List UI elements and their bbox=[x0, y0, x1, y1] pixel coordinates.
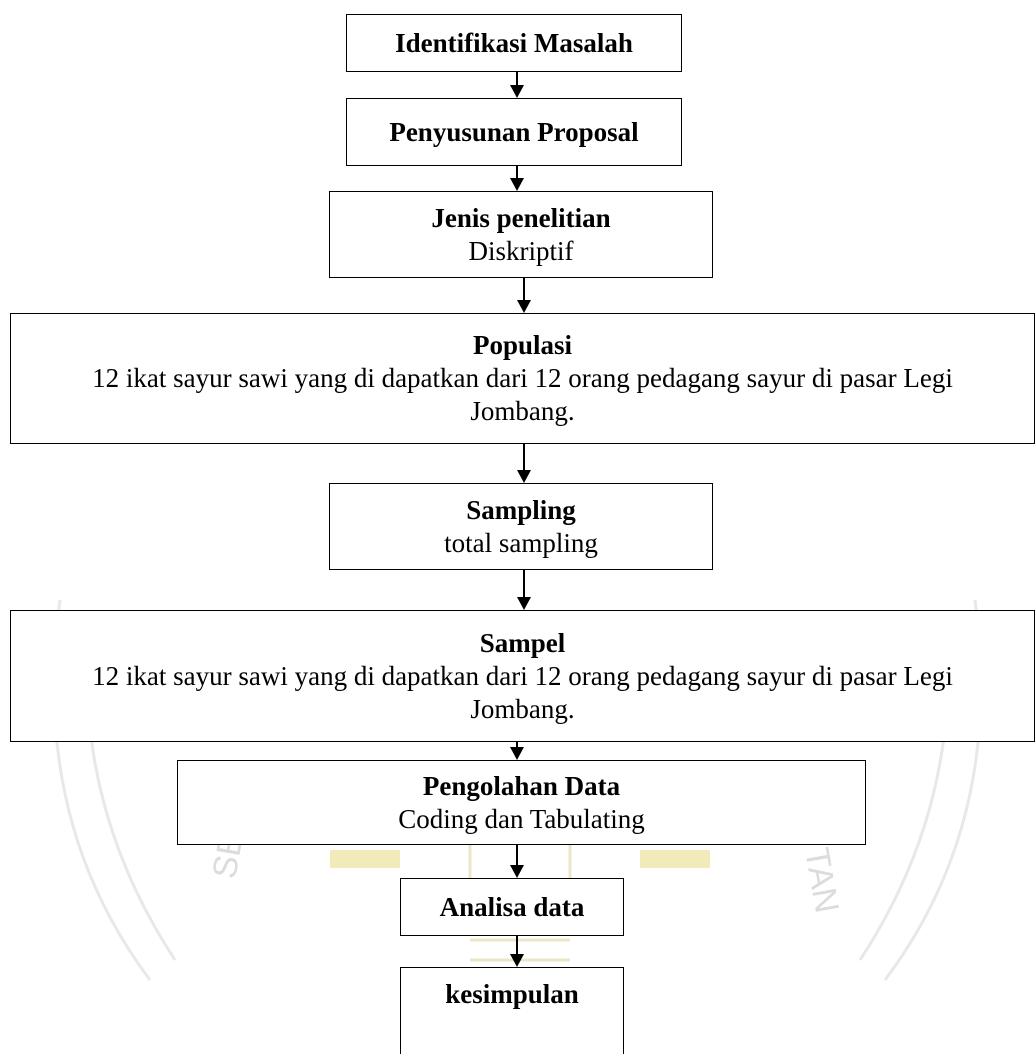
step-description: total sampling bbox=[444, 527, 598, 558]
step-description: Coding dan Tabulating bbox=[398, 803, 645, 834]
step-analisa-data: Analisa data bbox=[400, 878, 624, 936]
step-kesimpulan: kesimpulan bbox=[400, 967, 624, 1054]
flow-arrow bbox=[510, 166, 524, 191]
flow-arrow bbox=[510, 845, 524, 878]
flow-arrow bbox=[510, 742, 524, 760]
flow-arrow bbox=[517, 278, 531, 313]
step-jenis-penelitian: Jenis penelitian Diskriptif bbox=[329, 191, 713, 278]
step-populasi: Populasi 12 ikat sayur sawi yang di dapa… bbox=[10, 313, 1035, 444]
step-description: Diskriptif bbox=[468, 235, 574, 266]
step-sampling: Sampling total sampling bbox=[329, 483, 713, 570]
step-title: Sampel bbox=[479, 627, 566, 658]
flow-arrow bbox=[510, 936, 524, 967]
step-title: Populasi bbox=[472, 330, 573, 360]
step-title: Identifikasi Masalah bbox=[395, 27, 633, 58]
step-title: Jenis penelitian bbox=[431, 202, 611, 233]
step-title: Penyusunan Proposal bbox=[389, 116, 639, 147]
flow-arrow bbox=[517, 444, 531, 483]
flow-arrow bbox=[517, 570, 531, 610]
step-title: Analisa data bbox=[439, 891, 585, 922]
step-sampel: Sampel 12 ikat sayur sawi yang di dapatk… bbox=[10, 610, 1035, 742]
step-pengolahan-data: Pengolahan Data Coding dan Tabulating bbox=[177, 760, 866, 845]
step-description: 12 ikat sayur sawi yang di dapatkan dari… bbox=[92, 363, 953, 426]
step-penyusunan-proposal: Penyusunan Proposal bbox=[346, 98, 682, 166]
step-identifikasi-masalah: Identifikasi Masalah bbox=[346, 14, 682, 72]
step-description: 12 ikat sayur sawi yang di dapatkan dari… bbox=[92, 660, 953, 724]
flow-arrow bbox=[510, 72, 524, 98]
step-title: kesimpulan bbox=[445, 979, 579, 1009]
step-title: Pengolahan Data bbox=[422, 770, 621, 801]
step-title: Sampling bbox=[466, 494, 576, 525]
svg-text:TAN: TAN bbox=[797, 845, 846, 916]
